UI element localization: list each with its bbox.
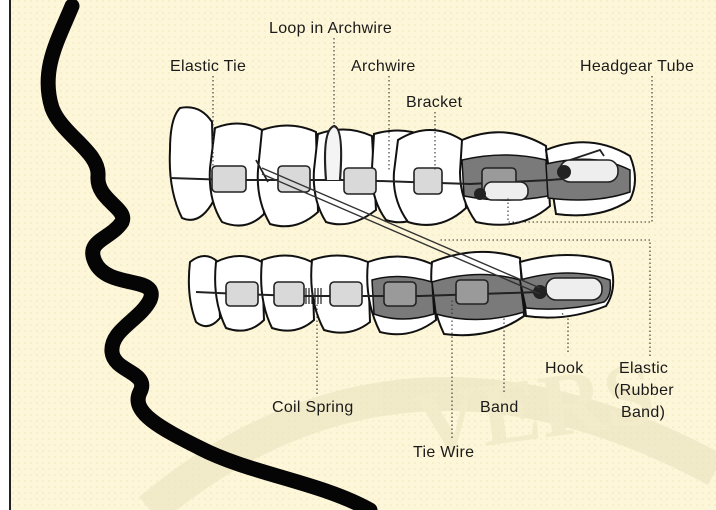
label-coil-spring: Coil Spring — [272, 399, 354, 416]
label-elastic-tie: Elastic Tie — [170, 58, 246, 75]
label-elastic-line1: Elastic — [619, 360, 668, 377]
label-elastic-line3: Band) — [621, 404, 665, 421]
label-bracket: Bracket — [406, 94, 463, 111]
label-tie-wire: Tie Wire — [413, 444, 474, 461]
label-elastic-line2: (Rubber — [614, 382, 674, 399]
label-loop-in-archwire: Loop in Archwire — [269, 20, 392, 37]
loop-in-archwire — [325, 126, 341, 180]
label-archwire: Archwire — [351, 58, 416, 75]
label-band: Band — [480, 399, 519, 416]
label-hook: Hook — [545, 360, 584, 377]
label-headgear-tube: Headgear Tube — [580, 58, 694, 75]
